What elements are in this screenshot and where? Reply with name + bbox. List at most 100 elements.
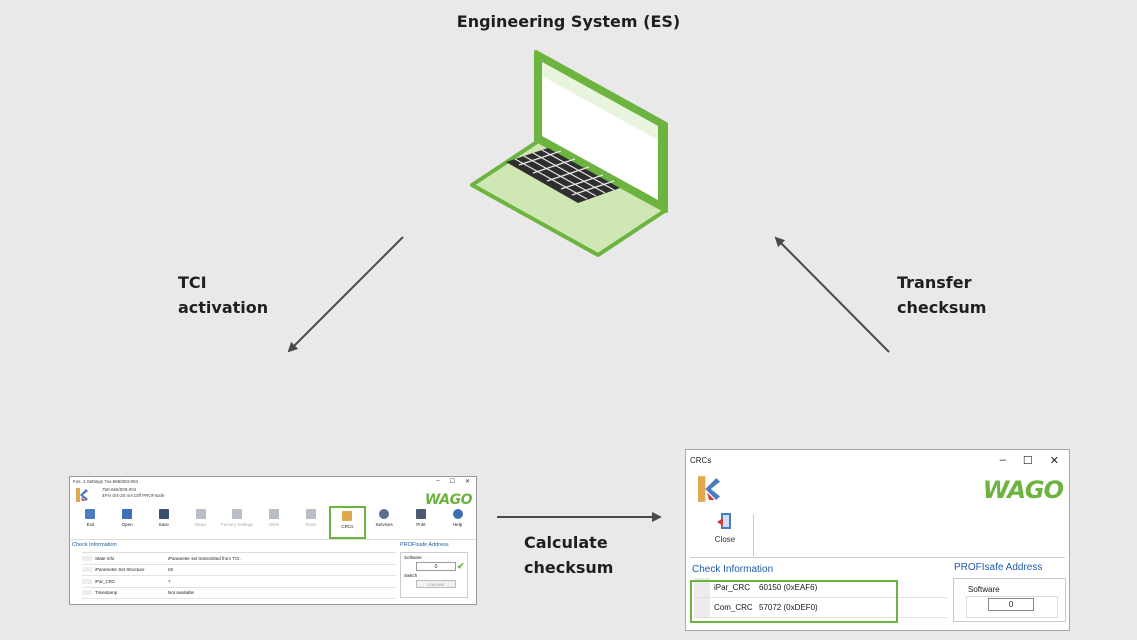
- profisafe-address-box: Software 0 ✔ Switch CHKLINE: [400, 552, 468, 598]
- laptop-icon: [470, 50, 668, 257]
- save-icon: [158, 509, 169, 519]
- software-label: Software: [404, 555, 422, 560]
- edge-label-line: Calculate: [524, 533, 608, 552]
- factory-settings-label: Factory Settings: [220, 522, 254, 527]
- table-row: iPar_CRC?: [82, 576, 396, 588]
- profisafe-address-heading: PROFIsafe Address: [954, 562, 1043, 573]
- toolbar: Close: [690, 510, 1065, 558]
- maximize-icon[interactable]: ☐: [449, 479, 455, 485]
- row-value: 60150 (0xEAF6): [759, 583, 818, 592]
- save-label: Save: [158, 522, 169, 527]
- minimize-icon[interactable]: –: [999, 453, 1006, 466]
- window-title: CRCs: [690, 455, 712, 465]
- module-icon: [698, 476, 720, 502]
- switch-button[interactable]: CHKLINE: [416, 580, 456, 588]
- row-key: Com_CRC: [694, 598, 759, 617]
- row-value: Not available: [168, 590, 195, 596]
- exit-label: Exit: [86, 522, 95, 527]
- edge-label-line: Transfer: [897, 273, 972, 292]
- device-line: 750-666/000-004: [102, 487, 137, 492]
- window-header: WAGO: [686, 470, 1069, 510]
- read-label: Read: [195, 522, 206, 527]
- module-icon: [76, 488, 88, 502]
- edge-label-calculate-checksum: Calculate checksum: [524, 530, 613, 580]
- help-icon: [452, 509, 463, 519]
- write-icon: [268, 509, 279, 519]
- row-key: Timestamp: [82, 590, 168, 596]
- factory-icon: [232, 509, 243, 519]
- print-button[interactable]: Print: [403, 506, 440, 539]
- crcs-label: CRCs: [341, 524, 354, 529]
- window-body: Check Information PROFIsafe Address iPar…: [686, 558, 1069, 630]
- factory-settings-button[interactable]: Factory Settings: [219, 506, 256, 539]
- row-value: ?: [168, 578, 171, 584]
- store-icon: [305, 509, 316, 519]
- store-button[interactable]: Store: [292, 506, 329, 539]
- window-header: 750-666/000-004 4FAI 0/4-20 mA Diff PROF…: [70, 486, 476, 508]
- keyboard: [506, 148, 620, 203]
- print-icon: [415, 509, 426, 519]
- maximize-icon[interactable]: ☐: [1022, 454, 1033, 467]
- read-button[interactable]: Read: [182, 506, 219, 539]
- open-label: Open: [121, 522, 133, 527]
- close-label: Close: [714, 535, 736, 544]
- device-line: 4FAI 0/4-20 mA Diff PROFIsafe: [102, 493, 165, 498]
- profisafe-address-box: Software 0: [953, 578, 1066, 622]
- arrow-tci-activation: [287, 236, 404, 353]
- close-button[interactable]: Close: [710, 512, 740, 544]
- row-value: 57072 (0xDEF0): [759, 603, 818, 612]
- edge-label-line: activation: [178, 298, 269, 317]
- store-label: Store: [305, 522, 317, 527]
- software-address-field[interactable]: 0: [988, 598, 1034, 611]
- crc-highlight-box: [690, 580, 898, 623]
- help-button[interactable]: Help: [439, 506, 476, 539]
- read-icon: [195, 509, 206, 519]
- save-button[interactable]: Save: [145, 506, 182, 539]
- wago-logo: WAGO: [424, 492, 473, 508]
- open-icon: [122, 509, 133, 519]
- software-group: [966, 596, 1058, 618]
- profisafe-address-heading: PROFIsafe Address: [400, 542, 449, 548]
- row-key: iParameter Set Structure: [82, 567, 168, 573]
- services-label: Services: [375, 522, 393, 527]
- settings-window: Fos. 1 Settings 7xx-666/003-004 – ☐ ✕ 75…: [69, 476, 477, 605]
- services-button[interactable]: Services: [366, 506, 403, 539]
- close-icon[interactable]: ✕: [1049, 454, 1059, 467]
- row-key: iPar_CRC: [82, 578, 168, 584]
- crc-icon: [342, 511, 353, 521]
- arrow-transfer-checksum: [774, 236, 890, 353]
- edge-label-tci-activation: TCI activation: [178, 270, 268, 320]
- close-icon[interactable]: ✕: [464, 479, 470, 485]
- open-button[interactable]: Open: [109, 506, 146, 539]
- check-information-heading: Check Information: [692, 564, 774, 575]
- write-label: Write: [268, 522, 280, 527]
- toolbar: Exit Open Save Read Factory Settings Wri…: [70, 506, 476, 540]
- software-label: Software: [968, 585, 1000, 594]
- toolbar-separator: [753, 514, 754, 556]
- window-body: Check Information PROFIsafe Address Stat…: [70, 540, 476, 600]
- crcs-button[interactable]: CRCs: [329, 506, 366, 539]
- help-label: Help: [452, 522, 463, 527]
- device-info: 750-666/000-004 4FAI 0/4-20 mA Diff PROF…: [102, 487, 164, 499]
- software-address-field[interactable]: 0: [416, 562, 456, 571]
- write-button[interactable]: Write: [256, 506, 293, 539]
- exit-door-icon: [717, 513, 731, 529]
- edge-label-line: checksum: [897, 298, 987, 317]
- exit-icon: [85, 509, 96, 519]
- row-value: iParameter set transmitted from TCI.: [168, 555, 241, 561]
- row-key: iPar_CRC: [694, 578, 759, 597]
- checkmark-icon: ✔: [457, 561, 465, 571]
- row-value: 03: [168, 567, 174, 573]
- minimize-icon[interactable]: –: [436, 478, 440, 484]
- services-icon: [379, 509, 390, 519]
- edge-label-line: TCI: [178, 273, 207, 292]
- crcs-window: CRCs – ☐ ✕ WAGO Close Check Information …: [685, 449, 1070, 631]
- exit-button[interactable]: Exit: [72, 506, 109, 539]
- switch-label: Switch: [404, 573, 418, 578]
- diagram-title: Engineering System (ES): [456, 12, 681, 31]
